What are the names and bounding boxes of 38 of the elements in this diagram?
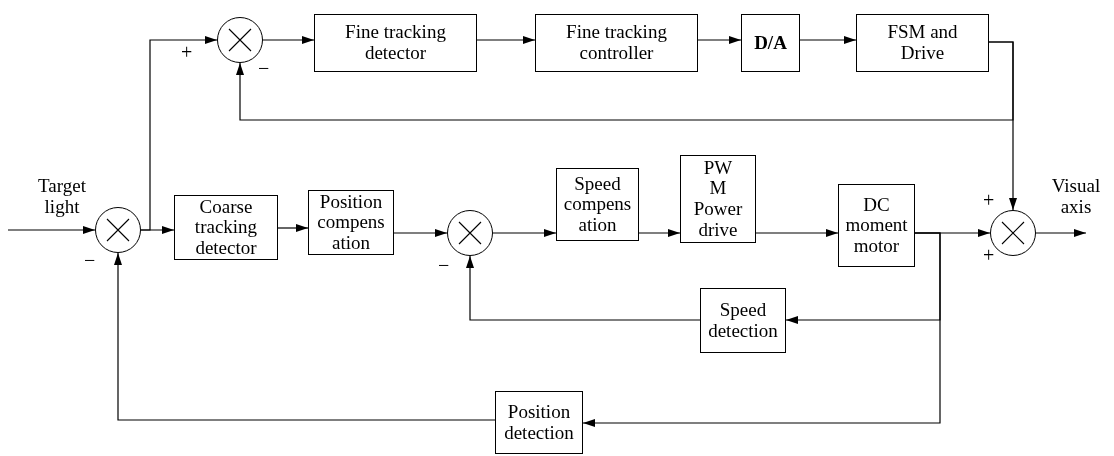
process-box: PW M Power drive xyxy=(680,155,756,243)
process-box: FSM and Drive xyxy=(856,14,989,72)
sign-label: − xyxy=(84,250,96,270)
arrow xyxy=(262,36,315,44)
summing-junction xyxy=(447,210,493,256)
process-box: Fine tracking detector xyxy=(314,14,477,72)
summing-junction xyxy=(95,207,141,253)
arrow xyxy=(7,226,96,234)
arrow xyxy=(1035,229,1087,237)
arrow xyxy=(236,41,1014,121)
arrow xyxy=(277,224,309,232)
arrow xyxy=(697,36,742,44)
arrow xyxy=(466,255,701,321)
sign-label: + xyxy=(983,190,995,210)
arrow xyxy=(755,229,839,237)
process-box: Fine tracking controller xyxy=(535,14,698,72)
arrow xyxy=(492,229,557,237)
sign-label: − xyxy=(258,58,270,78)
process-box: Speed compens ation xyxy=(556,168,639,241)
arrow xyxy=(476,36,536,44)
arrow xyxy=(114,252,496,421)
edge-label: Visual axis xyxy=(1050,176,1102,218)
sign-label: + xyxy=(181,42,193,62)
arrow xyxy=(140,36,218,231)
process-box: D/A xyxy=(741,14,800,72)
edge-label: Target light xyxy=(37,176,87,218)
summing-junction xyxy=(217,17,263,63)
process-box: Coarse tracking detector xyxy=(174,195,278,260)
arrow xyxy=(799,36,857,44)
arrow xyxy=(638,229,681,237)
sign-label: − xyxy=(438,255,450,275)
arrow xyxy=(393,229,448,237)
arrow xyxy=(582,232,941,427)
sign-label: + xyxy=(983,245,995,265)
process-box: Position detection xyxy=(495,391,583,454)
process-box: Speed detection xyxy=(700,288,786,353)
process-box: Position compens ation xyxy=(308,190,394,255)
process-box: DC moment motor xyxy=(838,184,915,267)
